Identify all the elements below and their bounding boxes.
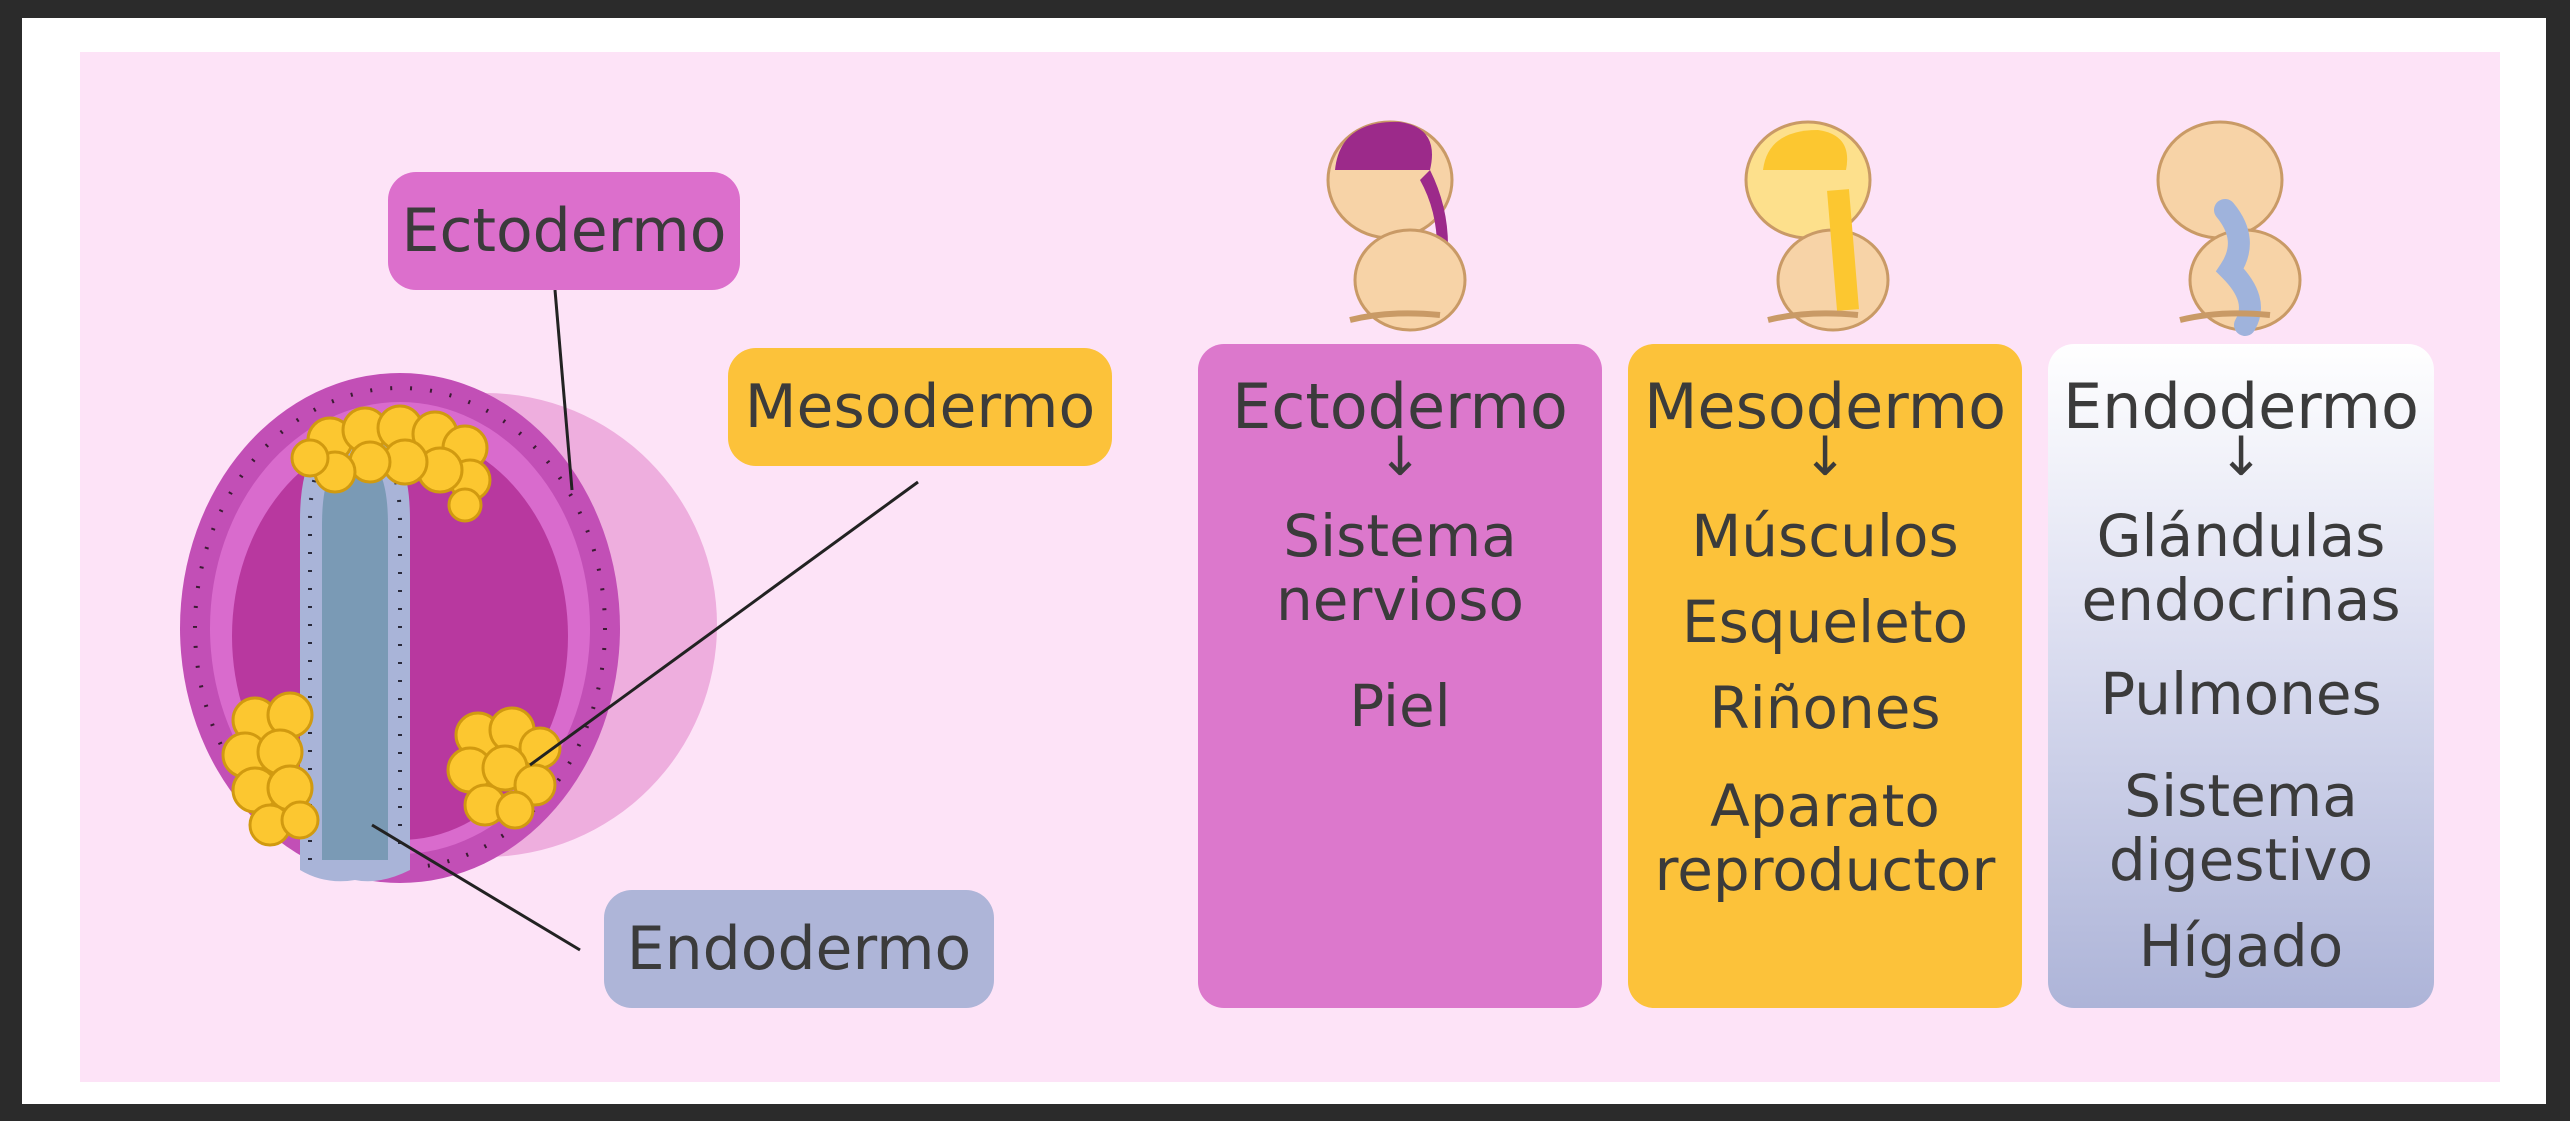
- endo-leader-line: [371, 823, 581, 952]
- arrow-down-icon: ↓: [1377, 425, 1423, 488]
- mesoderm-cluster-left: [221, 691, 320, 847]
- ectoderm-cells: [193, 386, 607, 870]
- column-mesodermo: Mesodermo ↓ Músculos Esqueleto Riñones A…: [1628, 344, 2022, 1008]
- column-ectodermo: Ectodermo ↓ Sistema nervioso Piel: [1198, 344, 1602, 1008]
- column-item: Sistema nervioso: [1276, 502, 1524, 634]
- gut-lumen: [322, 455, 388, 860]
- fetus-endoderm-icon: [2156, 120, 2302, 336]
- column-title: Endodermo: [2063, 370, 2419, 443]
- ecto-leader-line: [553, 289, 574, 491]
- meso-leader-line: [529, 480, 919, 767]
- column-item: Piel: [1349, 672, 1451, 740]
- column-item: Sistema digestivo: [2108, 762, 2374, 894]
- label-mesodermo: Mesodermo: [728, 348, 1112, 466]
- column-item: Pulmones: [2100, 660, 2382, 728]
- arrow-down-icon: ↓: [2218, 425, 2264, 488]
- label-ectodermo: Ectodermo: [388, 172, 740, 290]
- arrow-down-icon: ↓: [1802, 425, 1848, 488]
- column-title: Ectodermo: [1232, 370, 1568, 443]
- mesoderm-cluster-right: [446, 706, 562, 830]
- fetus-ectoderm-icon: [1326, 120, 1467, 332]
- column-title: Mesodermo: [1643, 370, 2007, 443]
- column-item: Glándulas endocrinas: [2081, 502, 2401, 634]
- mesoderm-cluster-top: [290, 404, 492, 523]
- column-item: Hígado: [2138, 912, 2344, 980]
- column-item: Riñones: [1709, 674, 1941, 742]
- column-item: Músculos: [1691, 502, 1959, 570]
- column-item: Aparato reproductor: [1654, 772, 1996, 904]
- column-item: Esqueleto: [1681, 588, 1969, 656]
- fetus-mesoderm-icon: [1744, 120, 1890, 332]
- column-endodermo: Endodermo ↓ Glándulas endocrinas Pulmone…: [2048, 344, 2434, 1008]
- label-endodermo: Endodermo: [604, 890, 994, 1008]
